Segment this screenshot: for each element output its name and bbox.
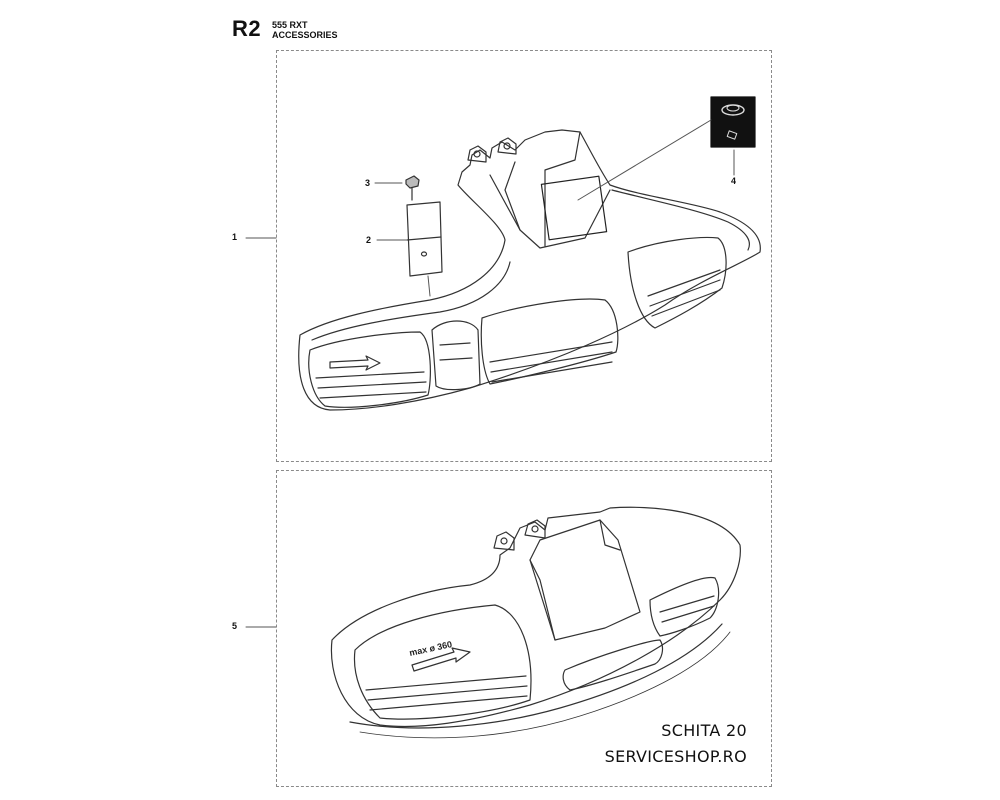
callout-4: 4 [731, 176, 737, 186]
trimmer-guard-bottom [330, 506, 741, 739]
watermark-site: SERVICESHOP.RO [604, 747, 747, 766]
callout-1: 1 [232, 232, 238, 242]
callout-3: 3 [365, 178, 371, 188]
callout-5: 5 [232, 621, 238, 631]
part-3-screw [405, 175, 420, 201]
trimmer-guard-top [298, 129, 761, 411]
part-4-decal [577, 96, 756, 201]
callout-2: 2 [366, 235, 372, 245]
diagram-code: R2 [232, 16, 262, 41]
watermark-schema: SCHITA 20 [661, 721, 747, 740]
part-2-protection-plate [406, 201, 443, 297]
panel-guard-assembly [276, 50, 772, 462]
panel-guard-complete [276, 470, 772, 787]
section-title: ACCESSORIES [272, 30, 338, 40]
model-name: 555 RXT [272, 20, 308, 30]
guard-marking: max ø 360 [408, 639, 453, 658]
